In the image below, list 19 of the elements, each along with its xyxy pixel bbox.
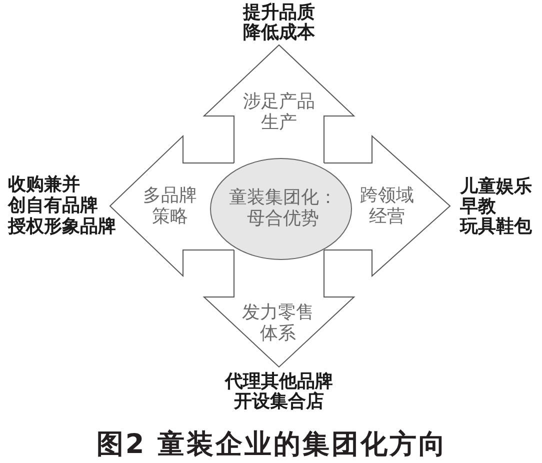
outcome-label: 开设集合店 xyxy=(234,392,324,412)
arrow-label: 涉足产品生产 xyxy=(242,91,316,133)
outcome-label: 降低成本 xyxy=(243,23,315,43)
outcome-label: 收购兼并 xyxy=(8,175,80,195)
outcome-label: 代理其他品牌 xyxy=(225,372,333,392)
outcome-label: 玩具鞋包 xyxy=(460,217,532,237)
outcome-label: 提升品质 xyxy=(243,3,315,23)
center-ellipse xyxy=(210,158,352,260)
figure-caption: 图2 童装企业的集团化方向 xyxy=(96,430,448,460)
outcome-label: 授权形象品牌 xyxy=(8,217,116,237)
arrow-label: 发力零售体系 xyxy=(241,302,315,344)
outcome-label: 创自有品牌 xyxy=(8,196,98,216)
ellipse-label: 童装集团化：母合优势 xyxy=(228,187,338,229)
arrow-label: 跨领域经营 xyxy=(359,185,415,227)
arrow-label: 多品牌策略 xyxy=(142,185,198,227)
block-arrow xyxy=(204,45,354,163)
outcome-label: 早教 xyxy=(460,197,496,217)
outcome-label: 儿童娱乐 xyxy=(460,177,532,197)
block-arrow xyxy=(204,250,354,367)
